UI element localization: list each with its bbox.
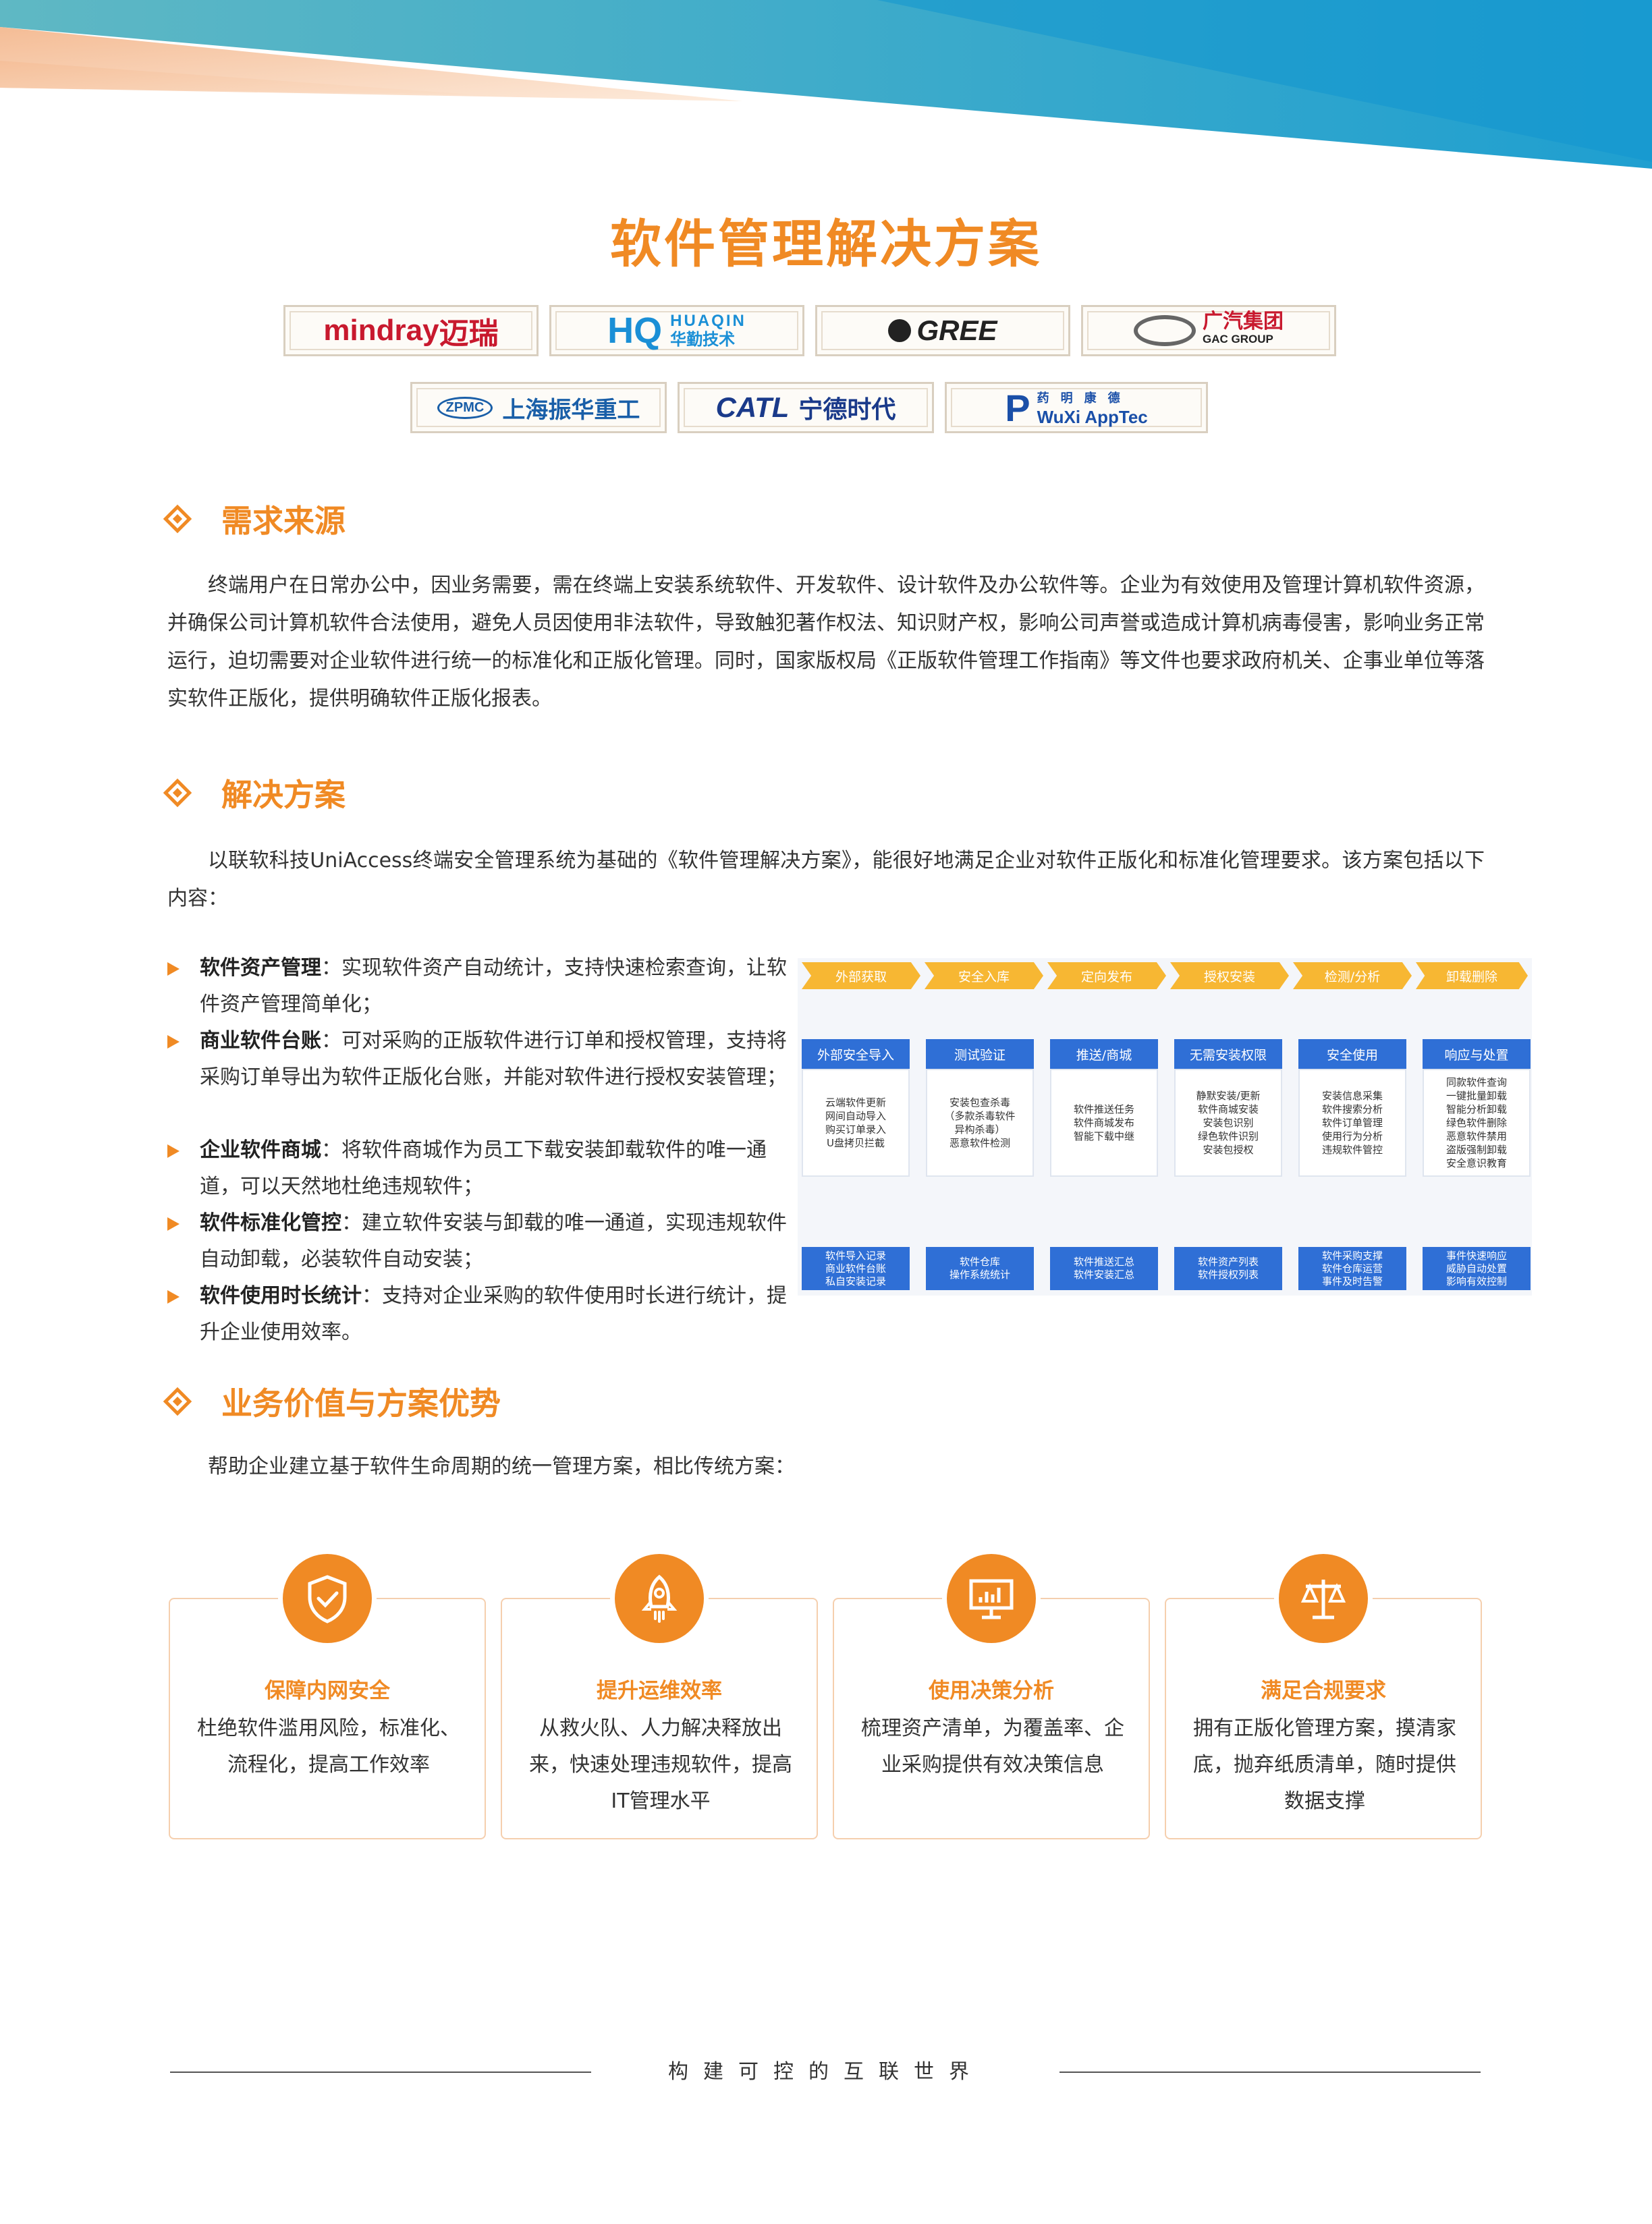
column-body: 静默安装/更新软件商城安装安装包识别绿色软件识别安装包授权	[1174, 1069, 1282, 1177]
column-header: 响应与处置	[1423, 1039, 1531, 1069]
diamond-icon	[163, 504, 192, 534]
column-body: 安装包查杀毒（多款杀毒软件异构杀毒）恶意软件检测	[926, 1069, 1034, 1177]
list-item: 软件使用时长统计：支持对企业采购的软件使用时长进行统计，提升企业使用效率。	[167, 1278, 788, 1351]
value-card: 使用决策分析 梳理资产清单，为覆盖率、企业采购提供有效决策信息	[833, 1598, 1150, 1839]
wuxi-mark-icon: P	[1005, 386, 1030, 429]
section-heading-solution: 解决方案	[163, 771, 346, 815]
diamond-icon	[163, 1387, 192, 1416]
column-footer: 软件仓库操作系统统计	[926, 1247, 1034, 1290]
column-header: 无需安装权限	[1174, 1039, 1282, 1069]
diamond-icon	[163, 778, 192, 808]
gac-mark-icon	[1134, 315, 1196, 346]
triangle-bullet-icon	[167, 1217, 180, 1231]
section-heading-demand: 需求来源	[163, 497, 346, 541]
column-footer: 事件快速响应威胁自动处置影响有效控制	[1423, 1247, 1531, 1290]
stage-arrow: 定向发布	[1047, 962, 1166, 989]
stage-arrow: 安全入库	[925, 962, 1043, 989]
solution-bullet-list: 软件资产管理：实现软件资产自动统计，支持快速检索查询，让软件资产管理简单化； 商…	[167, 950, 788, 1351]
lifecycle-diagram: 外部获取 安全入库 定向发布 授权安装 检测/分析 卸载删除 外部安全导入 测试…	[798, 958, 1532, 1296]
footer-slogan: 构建可控的互联世界	[668, 2060, 984, 2084]
gree-mark-icon	[888, 319, 912, 342]
column-footer: 软件导入记录商业软件台账私自安装记录	[802, 1247, 910, 1290]
stage-arrow: 授权安装	[1170, 962, 1289, 989]
column-header: 安全使用	[1298, 1039, 1406, 1069]
section-heading-value: 业务价值与方案优势	[163, 1379, 501, 1424]
triangle-bullet-icon	[167, 1144, 180, 1158]
logo-catl: CATL 宁德时代	[678, 382, 934, 433]
triangle-bullet-icon	[167, 1290, 180, 1304]
list-item: 软件标准化管控：建立软件安装与卸载的唯一通道，实现违规软件自动卸载，必装软件自动…	[167, 1205, 788, 1278]
list-item: 商业软件台账：可对采购的正版软件进行订单和授权管理，支持将采购订单导出为软件正版…	[167, 1023, 788, 1132]
chart-screen-icon	[947, 1554, 1036, 1643]
scale-icon	[1279, 1554, 1368, 1643]
page-title: 软件管理解决方案	[610, 214, 1042, 274]
demand-paragraph: 终端用户在日常办公中，因业务需要，需在终端上安装系统软件、开发软件、设计软件及办…	[167, 574, 1485, 711]
column-body: 安装信息采集软件搜索分析软件订单管理使用行为分析违规软件管控	[1298, 1069, 1406, 1177]
list-item: 企业软件商城：将软件商城作为员工下载安装卸载软件的唯一通道，可以天然地杜绝违规软…	[167, 1132, 788, 1205]
footer-divider-left	[170, 2072, 591, 2073]
footer-divider-right	[1059, 2072, 1481, 2073]
value-card: 提升运维效率 从救火队、人力解决释放出来，快速处理违规软件，提高IT管理水平	[501, 1598, 818, 1839]
column-header: 测试验证	[926, 1039, 1034, 1069]
logo-wuxi: P 药 明 康 德 WuXi AppTec	[945, 382, 1208, 433]
triangle-bullet-icon	[167, 962, 180, 976]
column-header: 外部安全导入	[802, 1039, 910, 1069]
column-body: 软件推送任务软件商城发布智能下载中继	[1050, 1069, 1158, 1177]
column-footer: 软件采购支撑软件仓库运营事件及时告警	[1298, 1247, 1406, 1290]
column-footer: 软件推送汇总软件安装汇总	[1050, 1247, 1158, 1290]
list-item: 软件资产管理：实现软件资产自动统计，支持快速检索查询，让软件资产管理简单化；	[167, 950, 788, 1023]
rocket-icon	[615, 1554, 704, 1643]
solution-paragraph: 以联软科技UniAccess终端安全管理系统为基础的《软件管理解决方案》，能很好…	[167, 849, 1485, 910]
logo-zpmc: ZPMC 上海振华重工	[410, 382, 667, 433]
triangle-bullet-icon	[167, 1035, 180, 1049]
column-body: 同款软件查询一键批量卸载智能分析卸载绿色软件删除恶意软件禁用盗版强制卸载安全意识…	[1423, 1069, 1531, 1177]
stage-arrow: 外部获取	[802, 962, 920, 989]
logo-gac: 广汽集团 GAC GROUP	[1081, 305, 1336, 356]
value-paragraph: 帮助企业建立基于软件生命周期的统一管理方案，相比传统方案：	[208, 1455, 795, 1478]
column-header: 推送/商城	[1050, 1039, 1158, 1069]
logo-huaqin: HQ HUAQIN 华勤技术	[549, 305, 804, 356]
stage-arrow: 卸载删除	[1416, 962, 1528, 989]
stage-arrow: 检测/分析	[1293, 962, 1412, 989]
logo-gree: GREE	[815, 305, 1070, 356]
shield-check-icon	[283, 1554, 372, 1643]
header-banner	[0, 0, 1652, 169]
column-footer: 软件资产列表软件授权列表	[1174, 1247, 1282, 1290]
